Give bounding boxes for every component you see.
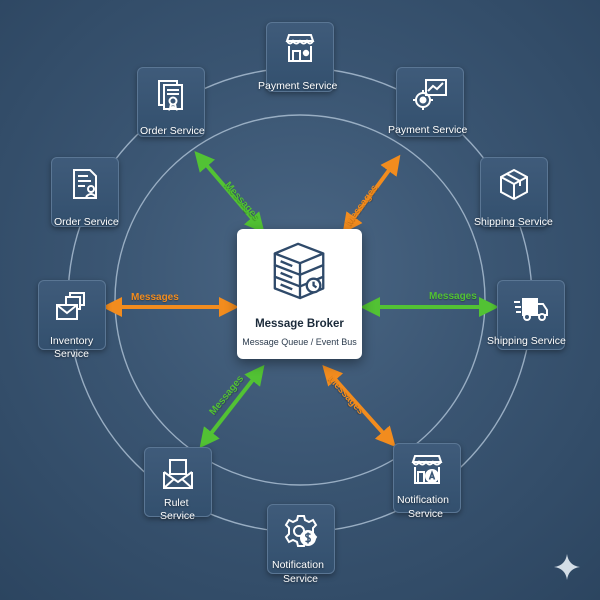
connection-payment-service-arrow bbox=[342, 154, 401, 234]
gear-dollar-icon bbox=[284, 515, 318, 547]
delivery-truck-icon bbox=[514, 298, 548, 321]
service-label-line1: Rulet bbox=[164, 497, 189, 509]
service-label-line2: Service bbox=[408, 508, 444, 520]
service-node-payment-right[interactable]: Payment Service bbox=[388, 67, 467, 137]
service-node-inventory[interactable]: Inventory Service bbox=[38, 280, 106, 360]
mail-files-icon bbox=[56, 292, 85, 320]
service-node-order-left[interactable]: Order Service bbox=[51, 157, 119, 228]
mail-envelope-icon bbox=[163, 459, 193, 489]
service-label: Shipping Service bbox=[474, 216, 553, 228]
broker-title: Message Broker bbox=[255, 318, 344, 330]
connection-rulet-service-arrow bbox=[199, 364, 265, 449]
service-label: Payment Service bbox=[388, 124, 468, 136]
service-label-line2: Service bbox=[160, 510, 196, 522]
service-label: Shipping Service bbox=[487, 335, 566, 347]
service-node-order-upper[interactable]: Order Service bbox=[137, 67, 205, 137]
package-box-icon bbox=[500, 168, 528, 201]
documents-certificate-icon bbox=[158, 80, 183, 112]
connection-label: Messages bbox=[131, 292, 179, 303]
connection-notification-service-arrow bbox=[322, 365, 396, 447]
service-node-shipping-upper[interactable]: Shipping Service bbox=[474, 157, 553, 228]
service-node-shipping-right[interactable]: Shipping Service bbox=[487, 280, 566, 350]
service-node-payment-top[interactable]: Payment Service bbox=[258, 22, 337, 92]
service-label: Order Service bbox=[140, 125, 205, 137]
service-node-rulet[interactable]: Rulet Service bbox=[144, 447, 212, 522]
service-label-line1: Notification bbox=[272, 559, 324, 571]
sparkle-icon bbox=[554, 554, 580, 580]
connection-order-service-arrow bbox=[194, 150, 265, 234]
service-label: Order Service bbox=[54, 216, 119, 228]
gear-trend-chart-icon bbox=[413, 79, 447, 110]
store-a-icon bbox=[411, 455, 443, 484]
service-node-notification-right[interactable]: Notification Service bbox=[393, 443, 461, 520]
storefront-icon bbox=[285, 34, 315, 62]
document-user-icon bbox=[73, 169, 97, 199]
message-broker-node[interactable]: Message Broker Message Queue / Event Bus bbox=[237, 229, 362, 359]
service-node-notification-bottom[interactable]: Notification Service bbox=[267, 504, 335, 585]
service-label-line2: Service bbox=[283, 573, 319, 585]
service-label: Payment Service bbox=[258, 80, 338, 92]
service-label-line1: Notification bbox=[397, 494, 449, 506]
service-label-line2: Service bbox=[54, 348, 90, 360]
service-label-line1: Inventory bbox=[50, 335, 94, 347]
server-stack-icon bbox=[273, 242, 325, 300]
broker-subtitle: Message Queue / Event Bus bbox=[242, 337, 357, 347]
connection-label: Messages bbox=[429, 291, 477, 302]
